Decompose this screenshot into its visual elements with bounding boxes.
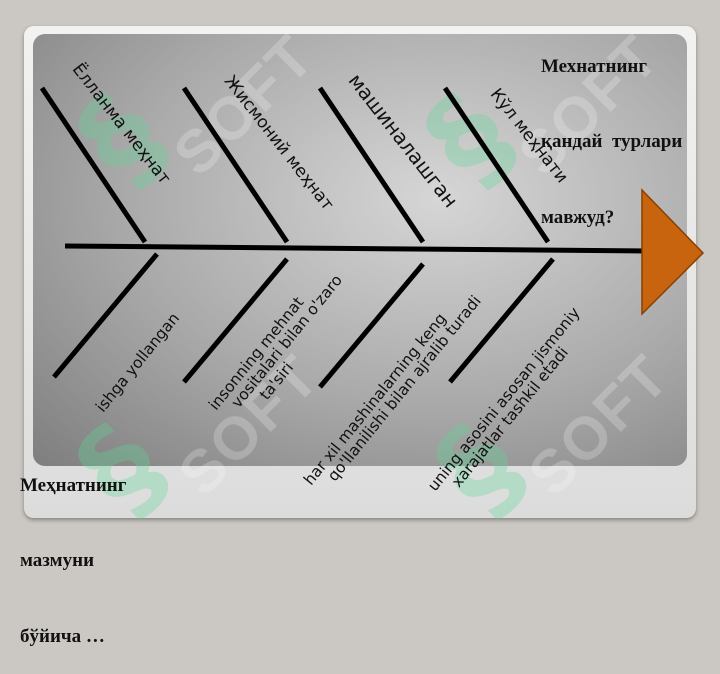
fishbone-diagram <box>39 86 705 389</box>
upper-bone-3 <box>317 86 426 244</box>
fishbone-head-arrow <box>641 188 705 316</box>
category-title: Меҳнатнинг мазмуни бўйича … <box>20 475 127 647</box>
upper-bone-1 <box>39 86 148 244</box>
upper-bone-2 <box>181 86 290 244</box>
question-title: Мехнатнинг қандай турлари мавжуд? <box>541 56 683 228</box>
lower-bone-1 <box>52 252 159 379</box>
lower-bone-2 <box>182 257 289 384</box>
fishbone-spine <box>64 243 649 254</box>
lower-bone-4 <box>448 257 555 384</box>
upper-bone-4 <box>442 86 551 244</box>
lower-bone-3 <box>318 262 425 389</box>
